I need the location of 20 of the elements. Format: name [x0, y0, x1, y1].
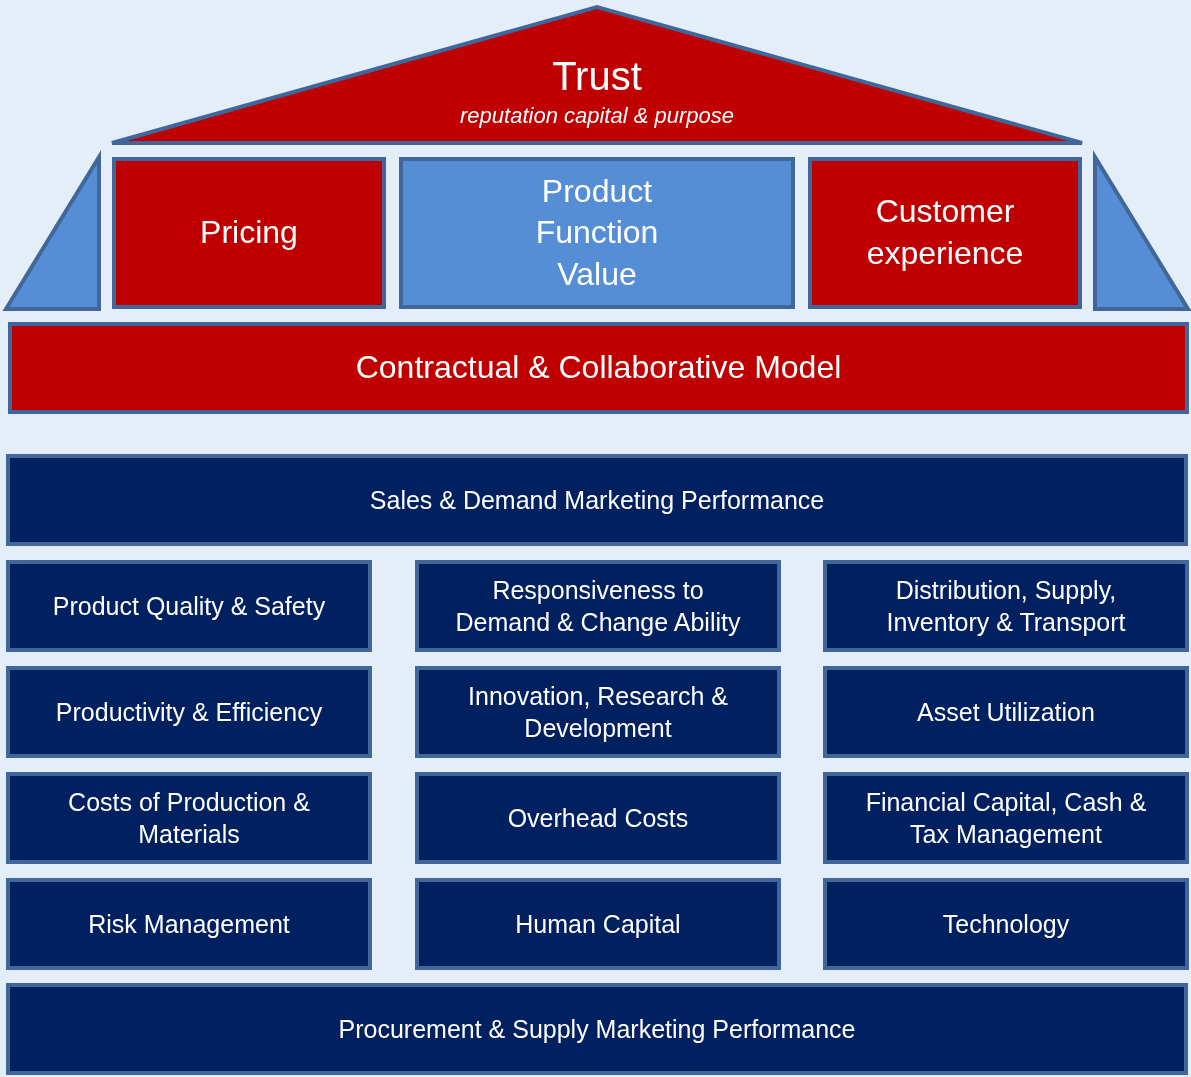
foundation-block: Overhead Costs [415, 772, 781, 864]
foundation-block: Technology [823, 878, 1189, 970]
pillar-block: Pricing [112, 157, 386, 309]
roof-subtitle: reputation capital & purpose [460, 101, 734, 130]
roof-title: Trust [552, 52, 642, 100]
pillar-block: Product Function Value [399, 157, 795, 309]
foundation-block: Product Quality & Safety [6, 560, 372, 652]
foundation-block: Innovation, Research & Development [415, 666, 781, 758]
foundation-block: Risk Management [6, 878, 372, 970]
foundation-block: Sales & Demand Marketing Performance [6, 454, 1188, 546]
pillar-block: Contractual & Collaborative Model [8, 322, 1189, 414]
foundation-block: Costs of Production & Materials [6, 772, 372, 864]
pillar-block: Customer experience [808, 157, 1082, 309]
foundation-block: Asset Utilization [823, 666, 1189, 758]
foundation-block: Distribution, Supply, Inventory & Transport [823, 560, 1189, 652]
foundation-block: Human Capital [415, 878, 781, 970]
foundation-block: Responsiveness to Demand & Change Ability [415, 560, 781, 652]
foundation-block: Procurement & Supply Marketing Performance [6, 983, 1188, 1075]
foundation-block: Productivity & Efficiency [6, 666, 372, 758]
foundation-block: Financial Capital, Cash & Tax Management [823, 772, 1189, 864]
